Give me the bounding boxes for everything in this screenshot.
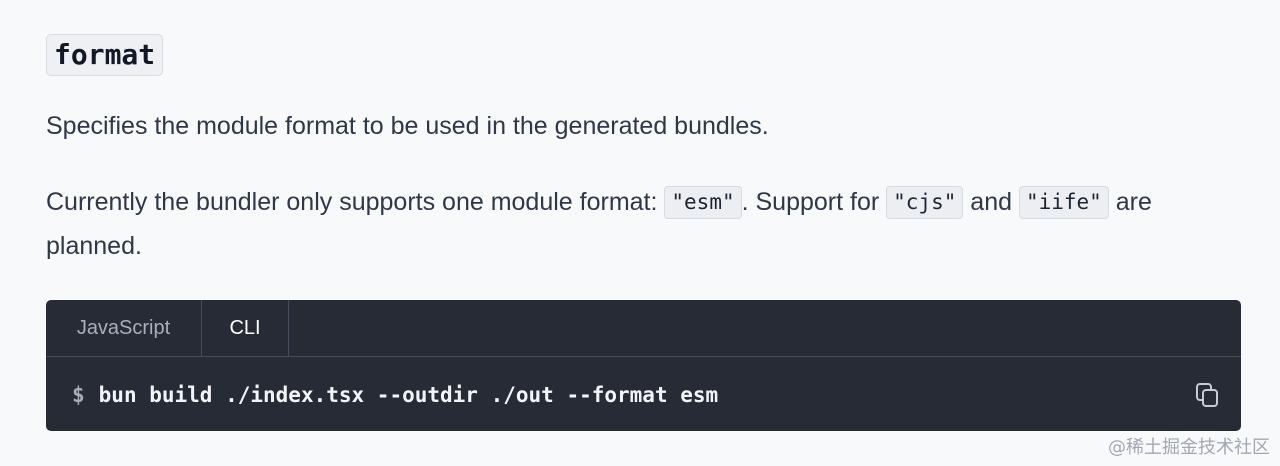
esm-code: "esm" — [664, 186, 742, 219]
copy-icon — [1196, 383, 1218, 407]
support-paragraph: Currently the bundler only supports one … — [46, 180, 1236, 268]
section-heading: format — [46, 34, 1241, 76]
code-block: JavaScript CLI $ bun build ./index.tsx --… — [46, 300, 1241, 431]
support-text-1: Currently the bundler only supports one … — [46, 188, 665, 216]
command-line: $ bun build ./index.tsx --outdir ./out --… — [46, 357, 1241, 431]
tab-cli[interactable]: CLI — [202, 300, 289, 356]
support-text-2: . Support for — [741, 188, 887, 216]
support-text-3: and — [963, 188, 1019, 216]
description-paragraph: Specifies the module format to be used i… — [46, 112, 769, 140]
cjs-code: "cjs" — [886, 186, 964, 219]
heading-code: format — [46, 34, 164, 76]
support-text-4: are planned. — [46, 188, 1152, 260]
tab-javascript[interactable]: JavaScript — [46, 300, 202, 356]
watermark: @稀土掘金技术社区 — [1108, 437, 1270, 458]
code-tabs: JavaScript CLI — [46, 300, 1241, 357]
command-text: bun build ./index.tsx --outdir ./out --f… — [98, 383, 719, 407]
iife-code: "iife" — [1018, 186, 1109, 219]
copy-button[interactable] — [1193, 381, 1221, 409]
shell-prompt: $ — [72, 383, 85, 407]
documentation-section: format Specifies the module format to be… — [46, 34, 1241, 431]
